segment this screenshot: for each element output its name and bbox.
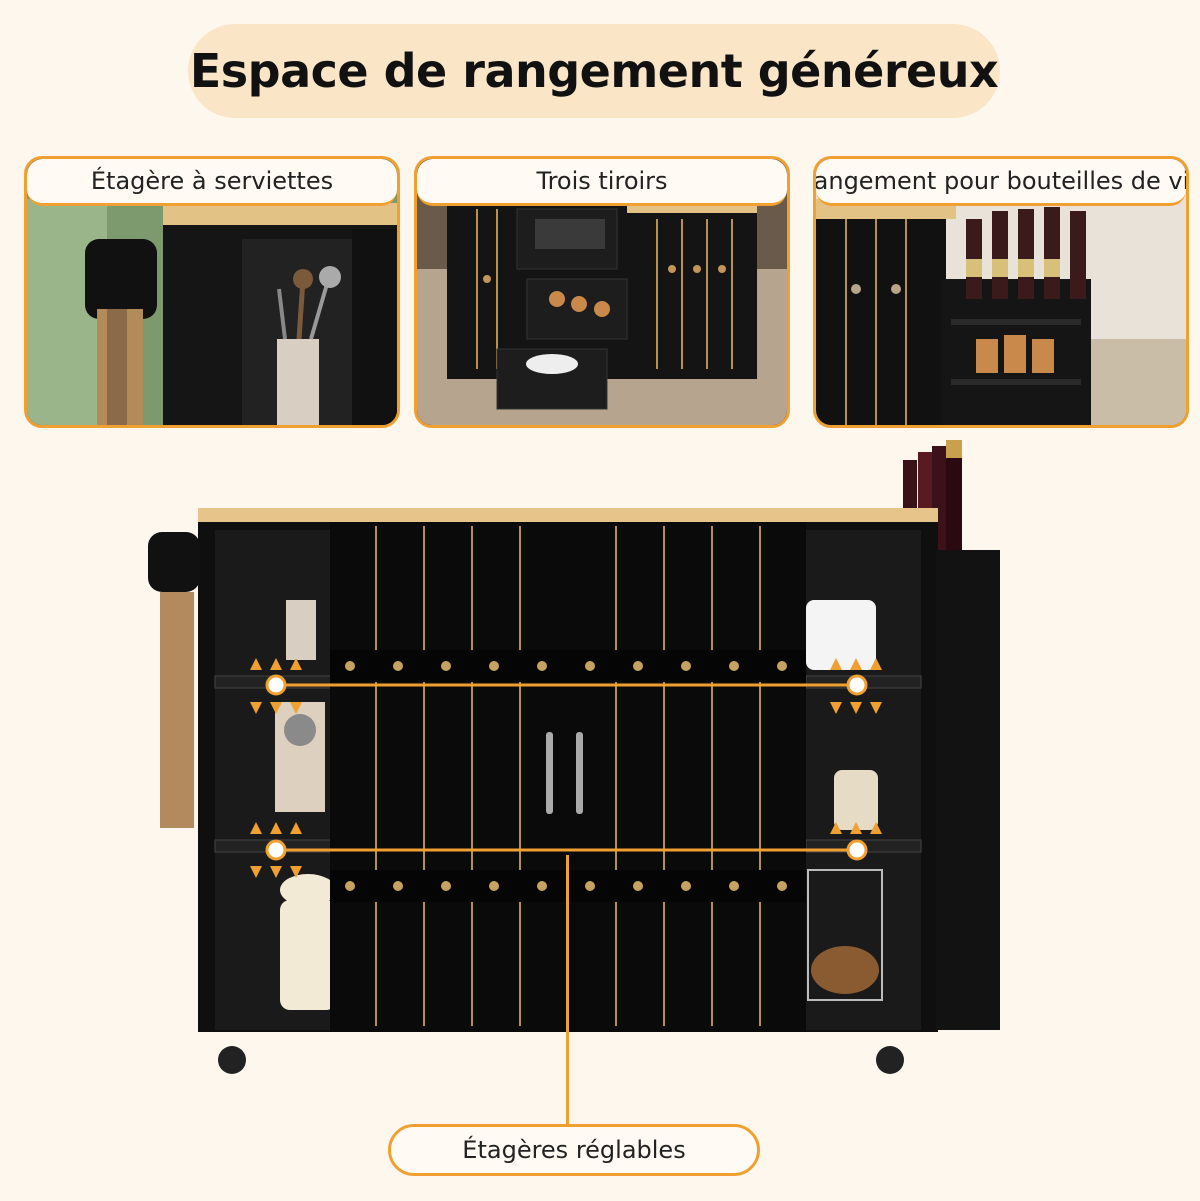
wheel [876,1046,904,1074]
panel-label: Trois tiroirs [417,159,787,206]
adjustable-shelves-label: Étagères réglables [388,1124,760,1176]
adjustable-shelf-guides [265,674,868,861]
adjust-arrows [250,658,882,878]
panel-label: Rangement pour bouteilles de vin [816,159,1186,206]
panel-label: Étagère à serviettes [27,159,397,206]
door-handle-left [546,732,553,814]
towel [160,592,194,828]
page-title: Espace de rangement généreux [189,44,999,98]
side-rack [936,550,1000,1030]
towel-bar [148,532,200,592]
callout-line [566,855,569,1125]
door-handle-right [576,732,583,814]
feature-panel-wine-rack: Rangement pour bouteilles de vin [813,156,1189,428]
wheel [218,1046,246,1074]
door-studs [345,661,787,891]
title-banner: Espace de rangement généreux [188,24,1000,118]
door-stripes [375,526,761,1026]
wood-top [198,508,938,522]
feature-panel-towel-rack: Étagère à serviettes [24,156,400,428]
kitchen-island-illustration [148,440,1000,1074]
feature-panel-drawers: Trois tiroirs [414,156,790,428]
